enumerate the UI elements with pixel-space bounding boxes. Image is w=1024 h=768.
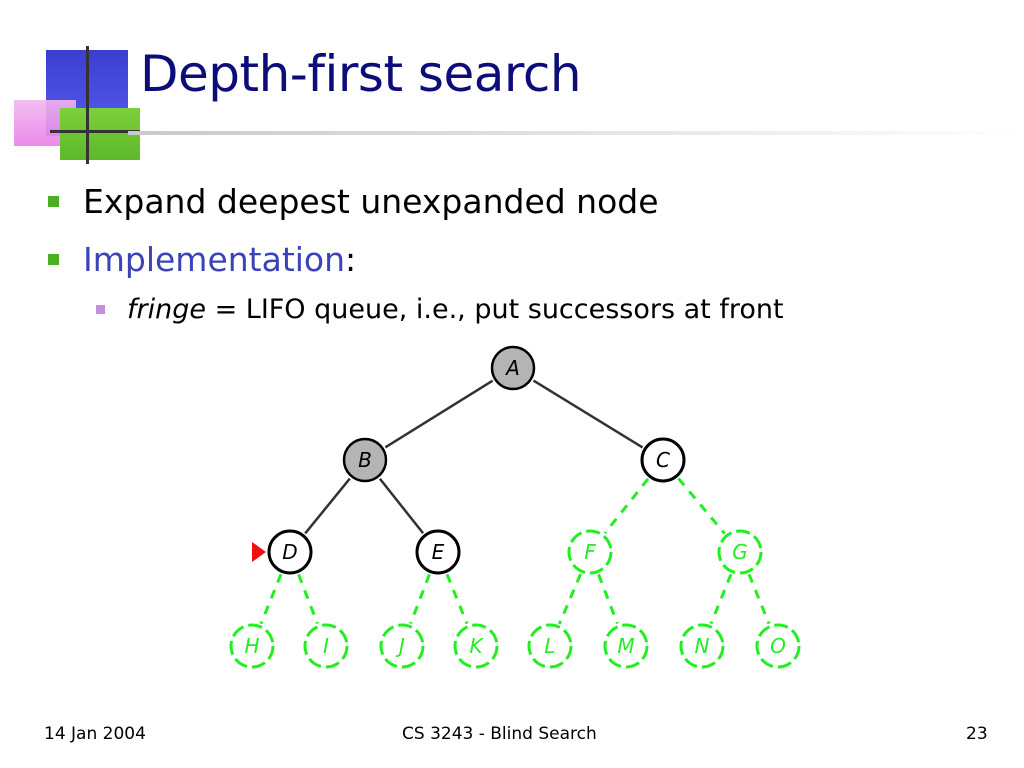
node-K-label: K: [469, 634, 484, 658]
edge-D-I: [297, 573, 319, 625]
sub-bullet-text: fringe = LIFO queue, i.e., put successor…: [127, 294, 784, 325]
slide-title: Depth-first search: [140, 45, 582, 103]
node-O: O: [755, 623, 801, 669]
node-E-label: E: [432, 540, 445, 564]
node-C-circle: [640, 437, 686, 483]
edge-E-K: [445, 573, 469, 625]
node-F: F: [567, 529, 613, 575]
node-I-circle: [303, 623, 349, 669]
node-K-circle: [453, 623, 499, 669]
node-B: B: [342, 437, 388, 483]
node-M-label: M: [617, 634, 634, 658]
node-C: C: [640, 437, 686, 483]
edge-A-B: [384, 379, 494, 449]
edge-G-O: [747, 573, 771, 625]
decor-vertical-line: [86, 46, 89, 164]
footer-page-number: 23: [966, 724, 988, 744]
sub-bullet-rest: = LIFO queue, i.e., put successors at fr…: [205, 294, 784, 325]
node-D-circle: [267, 529, 313, 575]
bullet-2: Implementation:: [48, 240, 356, 279]
node-J: J: [379, 623, 425, 669]
edge-D-H: [259, 573, 283, 625]
colon: :: [345, 240, 357, 279]
edge-F-M: [597, 573, 619, 625]
sub-bullet: fringe = LIFO queue, i.e., put successor…: [96, 294, 784, 325]
node-G: G: [717, 529, 763, 575]
node-N-circle: [679, 623, 725, 669]
node-K: K: [453, 623, 499, 669]
node-F-circle: [567, 529, 613, 575]
node-F-label: F: [584, 540, 596, 564]
node-L: L: [527, 623, 573, 669]
node-H: H: [229, 623, 275, 669]
sub-bullet-square-icon: [96, 305, 105, 314]
edge-B-E: [378, 478, 425, 534]
edge-B-D: [304, 477, 351, 535]
edge-F-L: [558, 573, 582, 625]
edge-A-C: [532, 379, 644, 449]
bullet-square-icon: [48, 254, 59, 265]
node-E: E: [415, 529, 461, 575]
node-N: N: [679, 623, 725, 669]
node-J-circle: [379, 623, 425, 669]
bullet-1-text: Expand deepest unexpanded node: [83, 182, 659, 221]
footer-date: 14 Jan 2004: [44, 724, 146, 744]
footer-course: CS 3243 - Blind Search: [402, 724, 597, 744]
node-E-circle: [415, 529, 461, 575]
node-A-label: A: [504, 356, 520, 380]
node-B-circle: [342, 437, 388, 483]
node-J-label: J: [395, 634, 405, 658]
edge-C-G: [677, 477, 726, 535]
current-node-pointer-icon: [252, 542, 266, 562]
fringe-word: fringe: [127, 294, 206, 325]
bullet-1: Expand deepest unexpanded node: [48, 182, 659, 221]
node-I: I: [303, 623, 349, 669]
node-H-circle: [229, 623, 275, 669]
edge-C-F: [603, 477, 650, 535]
decor-horizontal-line: [50, 130, 140, 133]
node-L-circle: [527, 623, 573, 669]
node-O-label: O: [770, 634, 786, 658]
node-M: M: [603, 623, 649, 669]
node-L-label: L: [544, 634, 555, 658]
implementation-word: Implementation: [83, 240, 346, 279]
node-G-circle: [717, 529, 763, 575]
node-M-circle: [603, 623, 649, 669]
node-D: D: [267, 529, 313, 575]
node-B-label: B: [358, 448, 372, 472]
node-G-label: G: [732, 540, 748, 564]
node-A-circle: [490, 345, 536, 391]
edge-G-N: [709, 573, 733, 625]
decor-green-square: [60, 108, 140, 160]
node-A: A: [490, 345, 536, 391]
node-N-label: N: [695, 634, 710, 658]
node-D-label: D: [282, 540, 297, 564]
bullet-square-icon: [48, 196, 59, 207]
node-I-label: I: [323, 634, 329, 658]
bullet-2-text: Implementation:: [83, 240, 356, 279]
node-C-label: C: [656, 448, 670, 472]
node-O-circle: [755, 623, 801, 669]
title-underline: [128, 131, 1024, 135]
node-H-label: H: [244, 634, 259, 658]
edge-E-J: [409, 573, 431, 625]
